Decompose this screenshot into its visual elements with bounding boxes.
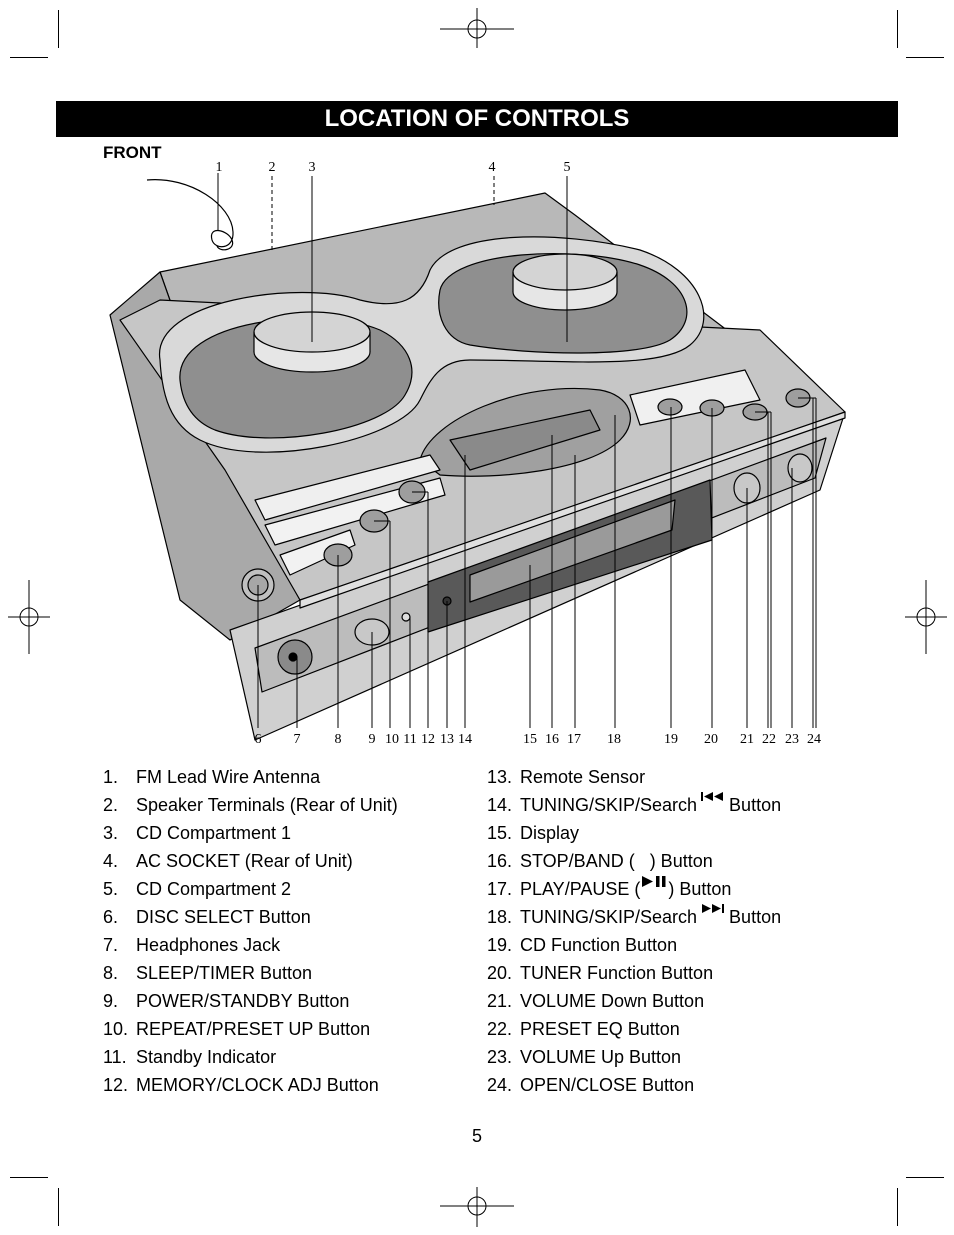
crop-mark <box>58 1188 59 1226</box>
list-item: 1.FM Lead Wire Antenna <box>103 767 321 787</box>
callout-bottom: 15 <box>523 732 537 747</box>
callout-bottom: 7 <box>294 732 301 747</box>
section-label: FRONT <box>103 143 162 162</box>
list-item: 6.DISC SELECT Button <box>103 907 311 927</box>
crop-mark <box>897 10 898 48</box>
list-item: 23.VOLUME Up Button <box>487 1047 682 1067</box>
left-control-strip <box>254 454 441 521</box>
list-item: 21.VOLUME Down Button <box>487 991 705 1011</box>
callout-bottom: 12 <box>421 732 435 747</box>
callout-top: 5 <box>564 160 571 175</box>
list-item: 24.OPEN/CLOSE Button <box>487 1075 695 1095</box>
list-item: 4.AC SOCKET (Rear of Unit) <box>103 851 353 871</box>
volume-up-button <box>787 453 813 483</box>
callout-bottom: 8 <box>335 732 342 747</box>
unit-front-illustration: 1 2 3 4 5 6 7 8 9 10 11 12 13 14 15 16 1… <box>109 160 846 747</box>
callout-top: 3 <box>309 160 316 175</box>
callout-bottom: 17 <box>567 732 581 747</box>
callout-bottom: 6 <box>255 732 262 747</box>
crop-mark <box>897 1188 898 1226</box>
list-item: 2.Speaker Terminals (Rear of Unit) <box>103 795 398 815</box>
callout-top: 2 <box>269 160 276 175</box>
list-item: 10.REPEAT/PRESET UP Button <box>103 1019 371 1039</box>
callout-bottom: 14 <box>458 732 472 747</box>
list-item: 9.POWER/STANDBY Button <box>103 991 350 1011</box>
crop-mark <box>906 57 944 58</box>
list-item: 8.SLEEP/TIMER Button <box>103 963 313 983</box>
callout-bottom: 13 <box>440 732 454 747</box>
list-item: 17.PLAY/PAUSE ( ) Button <box>487 875 781 903</box>
cd-hub-2 <box>512 253 618 291</box>
callout-bottom: 11 <box>403 732 416 747</box>
list-item: 12.MEMORY/CLOCK ADJ Button <box>103 1075 379 1095</box>
callout-bottom: 24 <box>807 732 821 747</box>
list-item: 19.CD Function Button <box>487 935 678 955</box>
list-item: 14.TUNING/SKIP/Search Button <box>487 791 781 819</box>
list-item: 18.TUNING/SKIP/Search Button <box>487 903 781 931</box>
list-item: 11.Standby Indicator <box>103 1047 277 1067</box>
crop-mark <box>10 57 48 58</box>
crop-mark <box>58 10 59 48</box>
crop-mark <box>906 1177 944 1178</box>
callout-bottom: 16 <box>545 732 559 747</box>
callout-bottom: 18 <box>607 732 621 747</box>
list-item: 7.Headphones Jack <box>103 935 281 955</box>
page-number: 5 <box>471 1126 482 1146</box>
callout-bottom: 23 <box>785 732 799 747</box>
callout-bottom: 22 <box>762 732 776 747</box>
skip-back-icon <box>701 792 724 801</box>
fm-antenna-wire <box>146 179 234 251</box>
page-title: LOCATION OF CONTROLS <box>56 101 898 137</box>
controls-list-right: 13.Remote Sensor 14.TUNING/SKIP/Search B… <box>487 763 781 1099</box>
list-item: 3.CD Compartment 1 <box>103 823 292 843</box>
list-item: 5.CD Compartment 2 <box>103 879 292 899</box>
callout-top: 4 <box>489 160 496 175</box>
callout-bottom: 10 <box>385 732 399 747</box>
list-item: 16.STOP/BAND ( ) Button <box>487 851 713 871</box>
callout-bottom: 9 <box>369 732 376 747</box>
callout-bottom: 20 <box>704 732 718 747</box>
list-item: 22.PRESET EQ Button <box>487 1019 680 1039</box>
crop-mark <box>10 1177 48 1178</box>
standby-indicator <box>401 612 411 622</box>
list-item: 15.Display <box>487 823 580 843</box>
callout-bottom: 19 <box>664 732 678 747</box>
callout-bottom: 21 <box>740 732 754 747</box>
controls-list-left: 1.FM Lead Wire Antenna 2.Speaker Termina… <box>103 763 398 1099</box>
cd-function-button <box>657 398 683 416</box>
play-pause-icon <box>642 876 666 887</box>
skip-forward-icon <box>702 904 725 913</box>
list-item: 13.Remote Sensor <box>487 767 646 787</box>
list-item: 20.TUNER Function Button <box>487 963 714 983</box>
callout-top: 1 <box>216 160 223 175</box>
